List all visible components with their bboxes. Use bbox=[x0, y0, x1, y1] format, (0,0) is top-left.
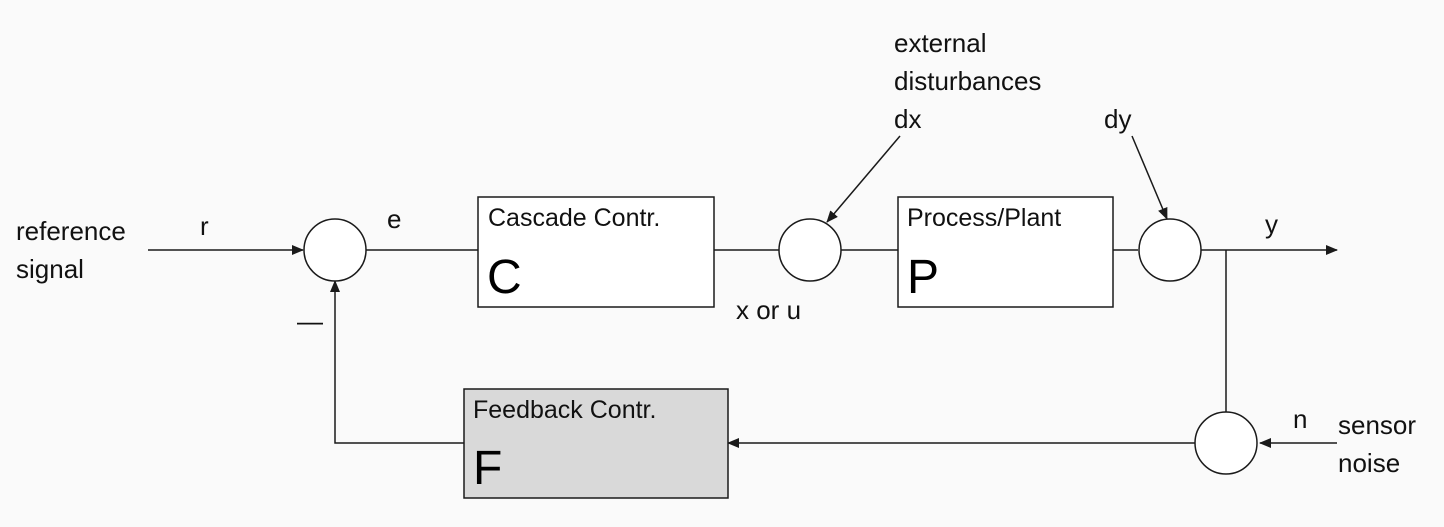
feedback-controller-symbol: F bbox=[473, 442, 503, 495]
external-disturbances-line1: external bbox=[894, 28, 987, 58]
disturbance-dy-arrow bbox=[1131, 135, 1168, 220]
feedback-controller-block bbox=[463, 388, 729, 499]
plant-block bbox=[897, 196, 1114, 308]
feedback-controller-title: Feedback Contr. bbox=[473, 396, 657, 424]
external-disturbances-line2: disturbances bbox=[894, 66, 1042, 96]
sensor-noise-line2: noise bbox=[1338, 448, 1401, 478]
r-label: r bbox=[200, 211, 209, 241]
sensor-noise-line1: sensor bbox=[1338, 410, 1417, 440]
n-label: n bbox=[1293, 404, 1308, 434]
minus-sign: — bbox=[297, 306, 323, 336]
cascade-controller-symbol: C bbox=[487, 251, 522, 304]
dy-label: dy bbox=[1104, 104, 1132, 134]
dx-label: dx bbox=[894, 104, 922, 134]
plant-symbol: P bbox=[907, 251, 940, 304]
plant-title: Process/Plant bbox=[907, 204, 1062, 232]
e-label: e bbox=[387, 204, 402, 234]
error-summing-junction bbox=[303, 218, 367, 282]
cascade-controller-title: Cascade Contr. bbox=[488, 204, 661, 232]
sensor-noise-junction bbox=[1194, 411, 1258, 475]
cascade-controller-block bbox=[477, 196, 715, 308]
output-disturbance-junction bbox=[1138, 218, 1202, 282]
input-disturbance-junction bbox=[778, 218, 842, 282]
disturbance-dx-arrow bbox=[826, 135, 901, 223]
x-or-u-label: x or u bbox=[736, 295, 802, 325]
feedback-to-summing-line bbox=[330, 280, 464, 444]
y-label: y bbox=[1265, 209, 1278, 239]
reference-signal-label-line1: reference bbox=[16, 216, 126, 246]
reference-signal-label-line2: signal bbox=[16, 254, 84, 284]
